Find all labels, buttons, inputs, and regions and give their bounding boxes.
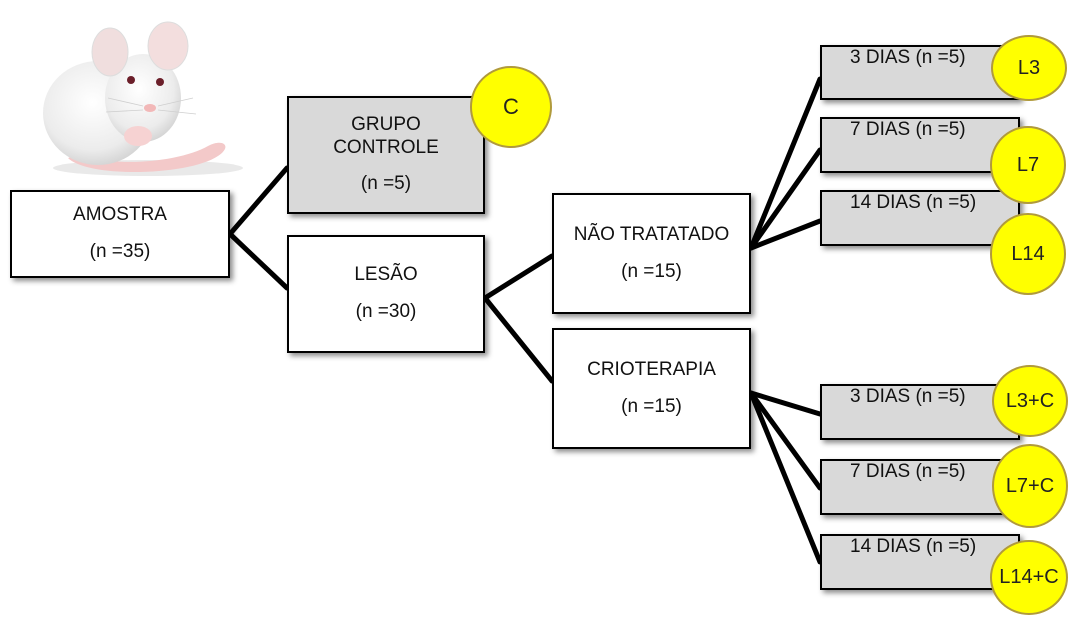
badge-c-label: C xyxy=(503,94,519,119)
edge-nt-3dias xyxy=(748,76,823,251)
badge-c: C xyxy=(470,66,552,148)
node-lesao: LESÃO (n =30) xyxy=(287,235,485,353)
badge-l14c: L14+C xyxy=(990,540,1068,615)
node-crioterapia-title: CRIOTERAPIA xyxy=(587,358,716,380)
badge-l14-label: L14 xyxy=(1011,242,1045,265)
edge-cr-14dias xyxy=(748,390,823,565)
badge-l7c-label: L7+C xyxy=(1005,474,1055,497)
node-cr-14-dias: 14 DIAS (n =5) xyxy=(820,534,1020,590)
edge-nt-7dias xyxy=(748,147,823,251)
mouse-image xyxy=(43,21,243,176)
badge-l3-label: L3 xyxy=(1017,56,1041,79)
node-cr-3-dias-label: 3 DIAS (n =5) xyxy=(850,386,966,407)
node-nt-14-dias-label: 14 DIAS (n =5) xyxy=(850,192,977,213)
node-crioterapia-count: (n =15) xyxy=(621,395,682,417)
node-amostra-title: AMOSTRA xyxy=(73,204,167,226)
node-nt-7-dias: 7 DIAS (n =5) xyxy=(820,117,1020,173)
node-nao-tratado: NÃO TRATATADO (n =15) xyxy=(552,193,751,314)
node-nt-7-dias-label: 7 DIAS (n =5) xyxy=(850,119,966,140)
node-nt-3-dias-label: 3 DIAS (n =5) xyxy=(850,47,966,68)
badge-l3c: L3+C xyxy=(992,365,1068,437)
node-nao-tratado-title: NÃO TRATATADO xyxy=(573,223,730,245)
node-lesao-title: LESÃO xyxy=(354,264,418,286)
node-nt-3-dias: 3 DIAS (n =5) xyxy=(820,45,1020,100)
badge-l14c-label: L14+C xyxy=(999,566,1059,588)
edge-cr-3dias xyxy=(748,390,823,417)
node-grupo-controle: GRUPO CONTROLE (n =5) xyxy=(287,96,485,214)
edge-amostra-lesao xyxy=(227,231,290,291)
node-controle-title-2: CONTROLE xyxy=(333,136,439,158)
node-crioterapia: CRIOTERAPIA (n =15) xyxy=(552,328,751,449)
node-cr-7-dias-label: 7 DIAS (n =5) xyxy=(850,461,966,482)
badge-l7c: L7+C xyxy=(992,444,1068,528)
node-controle-count: (n =5) xyxy=(360,173,412,195)
edge-lesao-naotratado xyxy=(482,253,555,301)
node-amostra-count: (n =35) xyxy=(89,241,151,262)
edge-lesao-crioterapia xyxy=(482,295,555,384)
node-amostra: AMOSTRA (n =35) xyxy=(10,190,230,278)
badge-l14: L14 xyxy=(990,213,1066,295)
badge-l3c-label: L3+C xyxy=(1005,389,1055,412)
node-lesao-count: (n =30) xyxy=(355,301,417,322)
node-nt-14-dias: 14 DIAS (n =5) xyxy=(820,190,1020,246)
edge-nt-14dias xyxy=(748,218,823,251)
badge-l7: L7 xyxy=(990,126,1066,204)
edge-amostra-controle xyxy=(227,165,290,237)
badge-l3: L3 xyxy=(991,35,1067,101)
edge-cr-7dias xyxy=(748,390,823,491)
badge-l7-label: L7 xyxy=(1016,153,1040,176)
node-cr-7-dias: 7 DIAS (n =5) xyxy=(820,459,1020,515)
node-controle-title-1: GRUPO xyxy=(351,113,421,135)
node-cr-14-dias-label: 14 DIAS (n =5) xyxy=(850,536,977,557)
node-nao-tratado-count: (n =15) xyxy=(621,260,682,282)
node-cr-3-dias: 3 DIAS (n =5) xyxy=(820,384,1020,440)
